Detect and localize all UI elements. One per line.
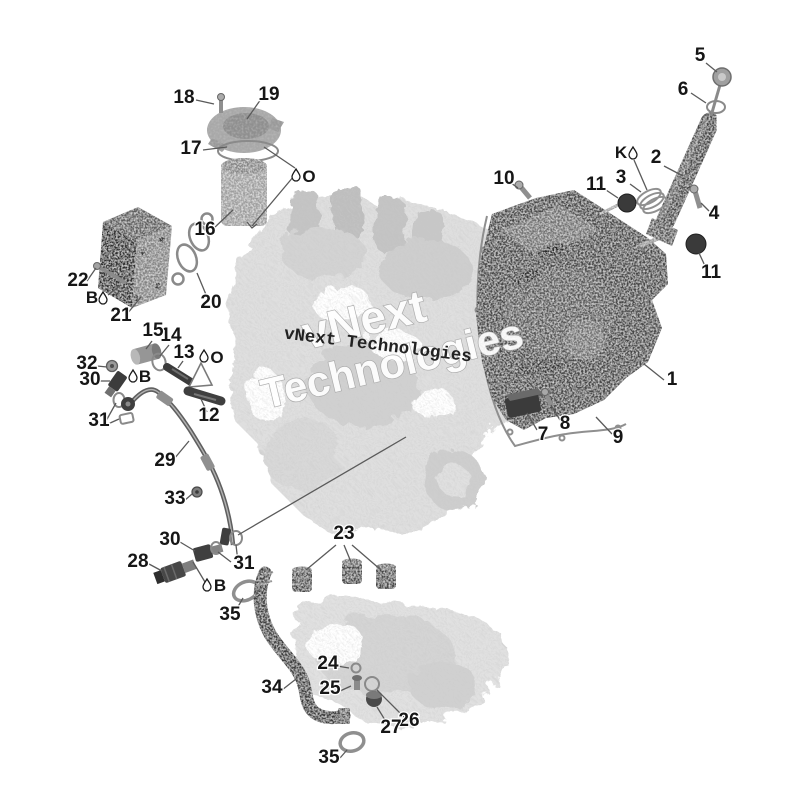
part-label-24: 24 [317,653,339,674]
part-label-35: 35 [318,747,340,768]
leader-lines [86,62,718,759]
oil-droplet-icon [128,368,138,383]
oil-droplet-icon [202,577,212,592]
part-label-b: B [86,288,98,307]
part-label-o: O [302,167,315,186]
part-label-19: 19 [258,84,279,105]
plug-27 [366,691,382,707]
part-label-10: 10 [493,168,514,189]
pin-13 [163,363,195,386]
oil-line-29 [121,387,236,546]
gasket-35-bottom [338,731,366,753]
part-label-31: 31 [233,553,255,574]
oil-droplet-icon [291,167,301,182]
oring-31-bottom-1 [210,541,222,555]
bolt-8 [541,388,554,407]
part-label-35: 35 [219,604,241,625]
banjo-fitting-12 [183,361,226,406]
dipstick-tube-2 [646,112,720,246]
oil-droplet-icon [199,348,209,363]
part-label-2: 2 [651,147,662,168]
part-label-13: 13 [173,342,194,363]
part-label-17: 17 [180,138,201,159]
bolt-25 [352,675,362,690]
part-label-12: 12 [198,405,219,426]
part-label-6: 6 [678,79,689,100]
part-label-4: 4 [709,203,720,224]
part-label-o: O [210,348,223,367]
part-label-29: 29 [154,450,175,471]
part-label-9: 9 [613,427,624,448]
part-label-18: 18 [173,87,194,108]
bolt-10 [514,180,532,200]
oil-cooler-21 [98,207,172,308]
part-label-16: 16 [194,219,215,240]
part-label-11: 11 [586,174,607,195]
part-label-22: 22 [67,270,88,291]
part-label-15: 15 [142,320,164,341]
part-label-21: 21 [110,305,132,326]
bracket-7 [504,388,542,418]
part-label-25: 25 [319,678,341,699]
fitting-28 [153,559,197,585]
oil-droplet-icon [98,290,108,305]
part-label-b: B [214,576,226,595]
part-label-28: 28 [127,551,148,572]
part-label-20: 20 [200,292,221,313]
lower-engine-silhouette [289,592,507,726]
part-label-b: B [139,367,151,386]
grommets-23 [292,558,396,592]
part-label-7: 7 [538,424,549,445]
part-label-26: 26 [398,710,419,731]
oil-droplet-icons [98,145,638,592]
screw-4 [689,184,703,209]
hose-34 [253,566,351,725]
part-label-1: 1 [667,369,678,390]
part-label-5: 5 [695,45,706,66]
fitting-30-top [104,371,127,398]
oring-24 [350,662,362,674]
nut-32 [105,359,119,373]
cooler-gasket-20 [171,212,214,286]
oring-14 [151,352,167,372]
part-label-27: 27 [380,717,401,738]
dipstick-oring-6 [706,100,726,114]
oil-droplet-icon [628,145,638,160]
crankcase-cover-1 [476,190,668,430]
part-label-8: 8 [560,413,571,434]
engine-block-silhouette [222,184,516,532]
part-label-32: 32 [76,353,97,374]
cap-11-left [617,193,637,213]
part-label-14: 14 [160,325,182,346]
part-label-30: 30 [79,369,100,390]
oring-26 [364,676,380,692]
part-label-33: 33 [164,488,185,509]
part-label-3: 3 [616,167,627,188]
part-label-30: 30 [159,529,180,550]
cap-11-right [685,233,707,255]
screw-22 [93,262,127,285]
part-label-31: 31 [88,410,110,431]
part-label-k: K [615,143,628,162]
spring-seal-3 [636,187,668,215]
dipstick-cap-5 [709,67,732,117]
part-label-23: 23 [333,523,354,544]
clip-31 [118,412,135,425]
clip-33 [191,486,203,498]
screw-18 [217,93,225,113]
part-label-11: 11 [701,262,722,283]
part-label-34: 34 [261,677,283,698]
